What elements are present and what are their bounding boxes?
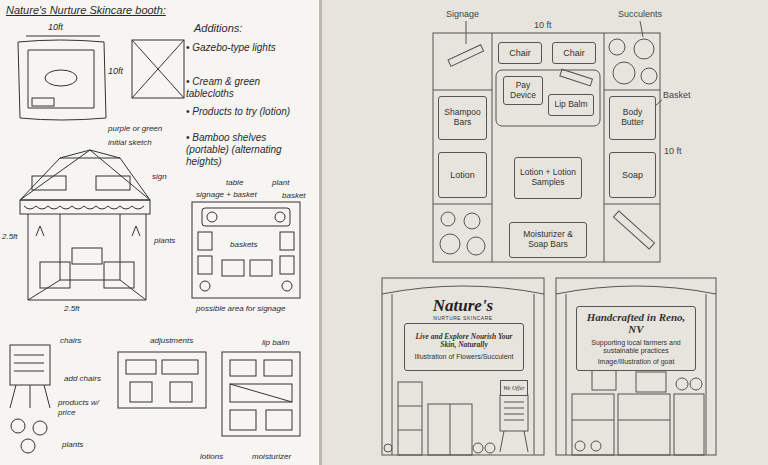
box-text: Moisturizer & Soap Bars (513, 230, 583, 250)
box-text: Supporting local farmers and sustainable… (580, 339, 692, 355)
front-view (382, 278, 544, 455)
annotation: plants (154, 236, 175, 246)
box-text: Pay Device (507, 81, 539, 101)
annotation: • Products to try (lotion) (186, 106, 306, 118)
annotation: table (226, 178, 243, 188)
annotation: chairs (60, 336, 81, 346)
annotation: lip balm (262, 338, 290, 348)
annotation: Additions: (194, 22, 242, 35)
divider (319, 0, 322, 465)
paper (0, 0, 319, 465)
box-text: Lotion (450, 170, 475, 180)
annotation: • Gazebo-type lights (186, 42, 306, 54)
product-box: Soap (609, 152, 656, 198)
annotation: Signage (446, 9, 479, 20)
product-box: Chair (498, 42, 542, 64)
annotation: NURTURE SKINCARE (402, 315, 524, 321)
box-text: Chair (509, 48, 531, 58)
annotation: initial sketch (108, 138, 152, 148)
box-text: Illustration of Flowers/Succulent (415, 353, 514, 361)
box-text: Lotion + Lotion Samples (518, 168, 578, 188)
annotation: sign (152, 172, 167, 182)
banner-box: Live and Explore Nourish Your Skin, Natu… (404, 323, 524, 371)
box-text: Handcrafted in Reno, NV (580, 311, 692, 336)
annotation: 2.5ft (64, 304, 80, 314)
annotation: 10ft (48, 22, 63, 33)
sketch-title: Nature's Nurture Skincare booth: (6, 4, 166, 17)
panel (322, 0, 768, 465)
product-box: Moisturizer & Soap Bars (509, 222, 587, 258)
box-text: We Offer (503, 385, 524, 392)
box-text: Live and Explore Nourish Your Skin, Natu… (408, 333, 520, 350)
box-text: Image/Illustration of goat (598, 358, 675, 366)
product-box: Shampoo Bars (438, 96, 487, 140)
annotation: plants (62, 440, 83, 450)
annotation: 10 ft (664, 146, 682, 157)
annotation: basket (282, 191, 306, 201)
annotation: products w/ price (58, 398, 110, 417)
box-text: Chair (563, 48, 585, 58)
annotation: 2.5ft (2, 232, 18, 242)
annotation: Basket (663, 90, 691, 101)
product-box: Lotion (438, 152, 487, 198)
product-box: Body Butter (609, 96, 656, 140)
side-view (556, 278, 716, 455)
product-box: Pay Device (503, 76, 543, 105)
product-box: Chair (552, 42, 596, 64)
product-box: Lip Balm (548, 94, 594, 116)
product-box: Lotion + Lotion Samples (514, 157, 582, 199)
banner-box: Handcrafted in Reno, NV Supporting local … (576, 306, 696, 371)
box-text: Soap (622, 170, 643, 180)
box-text: Body Butter (613, 108, 652, 128)
annotation: 10ft (108, 66, 123, 77)
annotation: purple or green (108, 124, 162, 134)
annotation: adjustments (150, 336, 193, 346)
annotation: signage + basket (196, 190, 257, 200)
annotation: moisturizer (252, 452, 291, 462)
annotation: baskets (230, 240, 258, 250)
annotation: possible area for signage (196, 304, 306, 314)
annotation: plant (272, 178, 289, 188)
box-text: Shampoo Bars (442, 108, 483, 128)
sketch (10, 36, 300, 453)
banner-box: We Offer (500, 380, 528, 396)
plan-view (433, 21, 662, 262)
annotation: Succulents (618, 9, 662, 20)
annotation: • Bamboo shelves (portable) (alternating… (186, 132, 311, 168)
annotation: • Cream & green tablecloths (186, 76, 306, 100)
annotation: lotions (200, 452, 223, 462)
annotation: 10 ft (534, 20, 552, 31)
annotation: Nature's (402, 296, 524, 316)
box-text: Lip Balm (554, 100, 587, 110)
annotation: add chairs (64, 374, 101, 384)
